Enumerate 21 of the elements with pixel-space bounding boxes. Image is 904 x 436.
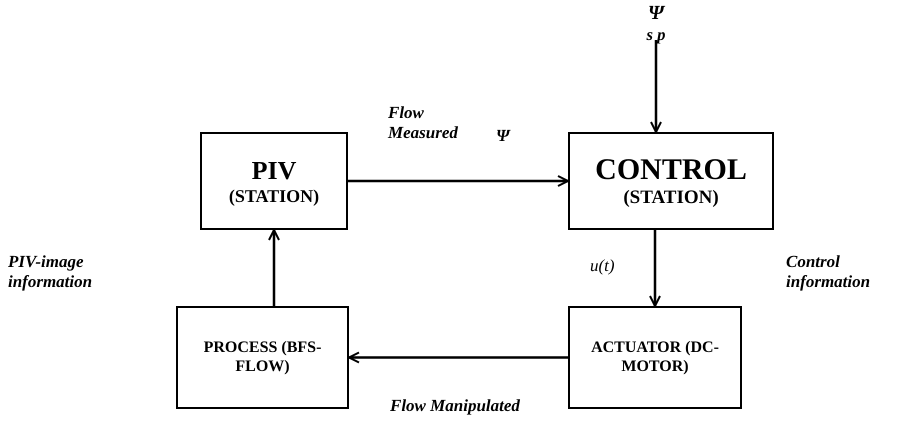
arrow (348, 352, 568, 364)
process-box (176, 306, 349, 409)
box-title: PROCESS (BFS-FLOW) (202, 339, 322, 376)
symbol-label: Ψ (496, 126, 512, 146)
arrow (268, 229, 280, 306)
arrow (649, 230, 661, 307)
side-note: PIV-image information (8, 252, 94, 292)
arrow (348, 175, 569, 187)
process-box (568, 132, 774, 230)
process-box (200, 132, 348, 230)
edge-label: Flow Measured (388, 103, 459, 143)
arrow (650, 40, 662, 133)
box-title: ACTUATOR (DC-MOTOR) (590, 339, 720, 376)
box-subtitle: (STATION) (228, 186, 320, 206)
box-title: PIV (250, 156, 298, 186)
edge-label: u(t) (590, 256, 616, 276)
process-box (568, 306, 742, 409)
edge-label: Flow Manipulated (390, 396, 521, 416)
side-note: Control information (786, 252, 872, 292)
box-title: CONTROL (594, 152, 748, 188)
box-subtitle: (STATION) (622, 187, 720, 210)
